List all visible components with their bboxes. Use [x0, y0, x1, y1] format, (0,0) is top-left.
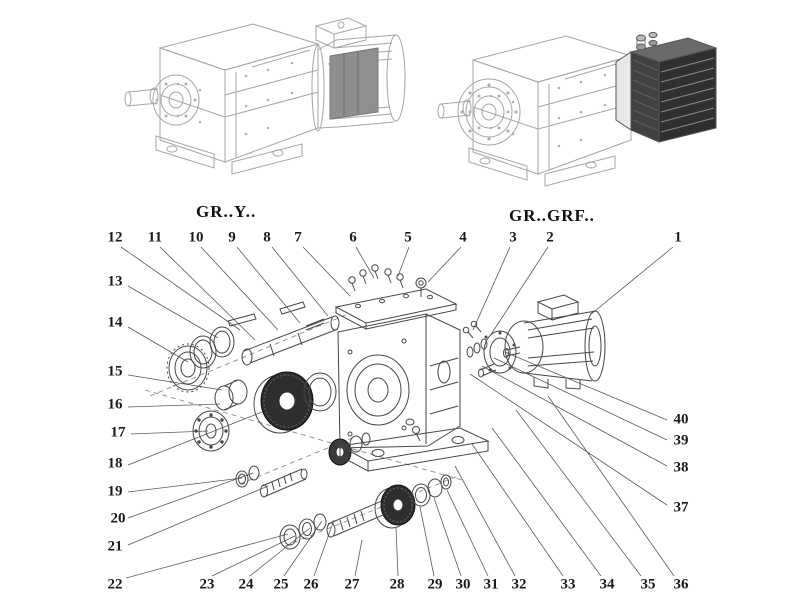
exploded-view [166, 264, 606, 550]
callout-31: 31 [483, 576, 499, 593]
callout-17: 17 [110, 424, 126, 441]
callout-32: 32 [511, 576, 527, 593]
servo-motor-block [615, 31, 718, 143]
callout-39: 39 [673, 432, 689, 449]
callout-5: 5 [404, 229, 412, 246]
callout-14: 14 [107, 314, 123, 331]
callout-40: 40 [673, 411, 689, 428]
callout-33: 33 [560, 576, 576, 593]
callout-26: 26 [303, 576, 319, 593]
callout-28: 28 [389, 576, 405, 593]
pinion-shaft-assembly [235, 465, 308, 498]
callout-11: 11 [147, 229, 163, 246]
callout-6: 6 [349, 229, 357, 246]
callout-15: 15 [107, 363, 123, 380]
callout-3: 3 [509, 229, 517, 246]
callout-1: 1 [674, 229, 682, 246]
callout-38: 38 [673, 459, 689, 476]
callout-35: 35 [640, 576, 656, 593]
input-shaft-assembly [279, 474, 452, 550]
output-gear [253, 371, 337, 434]
callout-7: 7 [294, 229, 302, 246]
callout-16: 16 [107, 396, 123, 413]
callout-22: 22 [107, 576, 123, 593]
assembled-gearmotor-gry [124, 17, 406, 175]
output-shaft-assembly [227, 301, 340, 366]
callout-12: 12 [107, 229, 123, 246]
callout-leader-lines [120, 246, 675, 579]
callout-37: 37 [673, 499, 689, 516]
callout-4: 4 [459, 229, 467, 246]
callout-21: 21 [107, 538, 123, 555]
callout-10: 10 [188, 229, 204, 246]
callout-36: 36 [673, 576, 689, 593]
callout-18: 18 [107, 455, 123, 472]
alignment-axes [144, 313, 463, 547]
variant-label-grgrf: GR..GRF.. [509, 206, 595, 225]
callout-27: 27 [344, 576, 360, 593]
callout-20: 20 [110, 510, 126, 527]
callout-23: 23 [199, 576, 215, 593]
intermediate-gear-cluster [328, 432, 371, 466]
callout-13: 13 [107, 273, 123, 290]
callout-29: 29 [427, 576, 443, 593]
callout-25: 25 [273, 576, 289, 593]
callout-8: 8 [263, 229, 271, 246]
callout-30: 30 [455, 576, 471, 593]
motor-iec [311, 17, 406, 132]
motor-adapter-parts [462, 320, 517, 378]
callout-24: 24 [238, 576, 254, 593]
assembled-gearmotor-grgrf [437, 31, 718, 187]
callout-9: 9 [228, 229, 236, 246]
electric-motor [503, 294, 606, 390]
callout-19: 19 [107, 483, 123, 500]
gear-housing [334, 264, 490, 472]
callout-2: 2 [546, 229, 554, 246]
callout-34: 34 [599, 576, 615, 593]
output-seal-bearing-set [166, 326, 248, 452]
cover-bolts [348, 264, 427, 297]
variant-label-gry: GR..Y.. [196, 202, 257, 221]
